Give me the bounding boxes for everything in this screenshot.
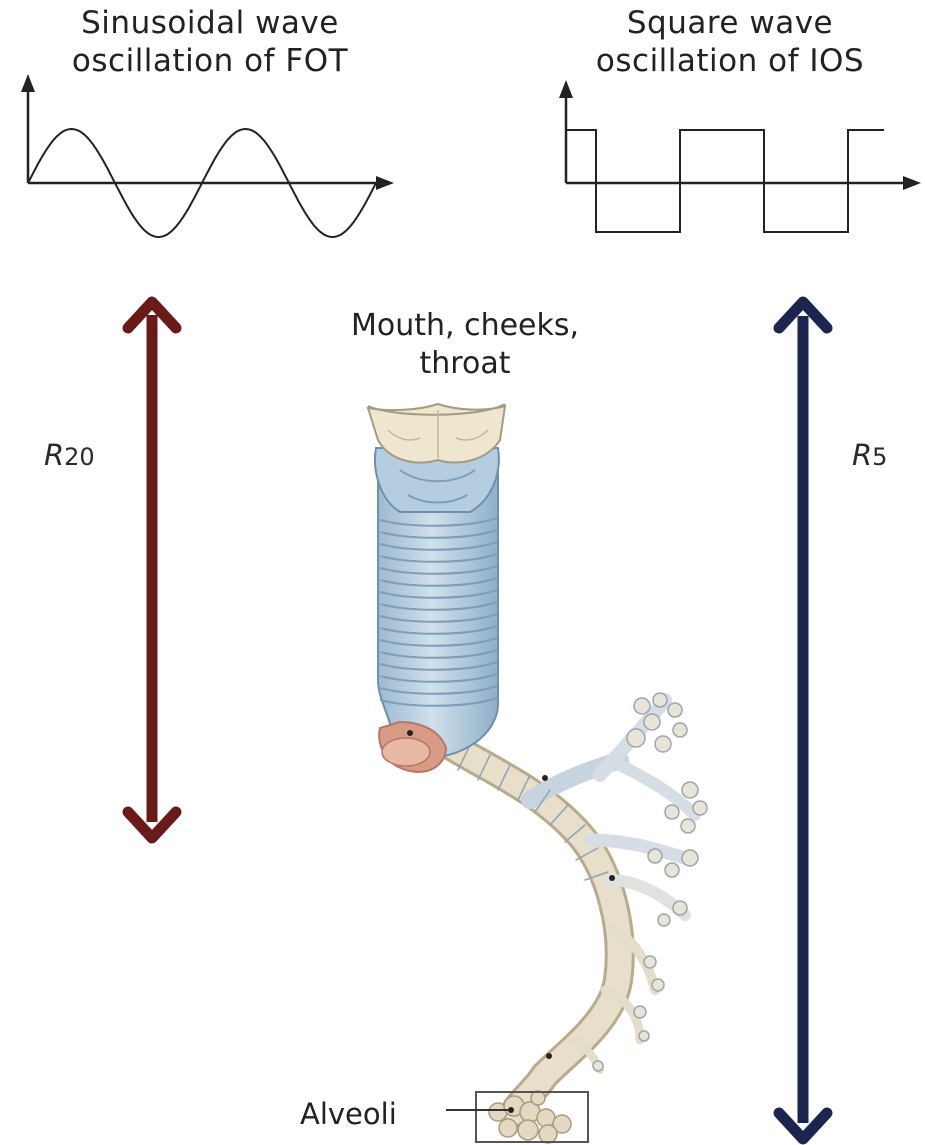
airway-marker xyxy=(609,875,615,881)
r5-label: R5 xyxy=(852,438,887,472)
r5-label-sub: 5 xyxy=(872,443,887,471)
r20-label-sub: 20 xyxy=(64,443,95,471)
airway-marker xyxy=(407,730,413,736)
r5-double-arrow xyxy=(779,302,827,1139)
ios-axes xyxy=(559,80,921,190)
r20-label-main: R xyxy=(44,438,64,472)
fot-x-arrowhead xyxy=(376,176,394,190)
alveoli-pointer-dot xyxy=(508,1107,514,1113)
r20-double-arrow xyxy=(128,302,176,838)
r20-label: R20 xyxy=(44,438,95,472)
bronchial-tree xyxy=(450,700,695,1112)
alveoli-label: Alveoli xyxy=(300,1097,397,1131)
bronchus-opening xyxy=(382,738,430,766)
ios-y-arrowhead xyxy=(559,80,573,98)
ios-x-arrowhead xyxy=(903,176,921,190)
airway-illustration xyxy=(368,404,707,1143)
airway-marker xyxy=(546,1053,552,1059)
r5-label-main: R xyxy=(852,438,872,472)
airway-marker xyxy=(542,775,548,781)
ios-square-wave xyxy=(566,130,884,232)
fot-y-arrowhead xyxy=(21,74,35,92)
mouth-cheeks-throat-label: Mouth, cheeks, throat xyxy=(265,307,665,383)
